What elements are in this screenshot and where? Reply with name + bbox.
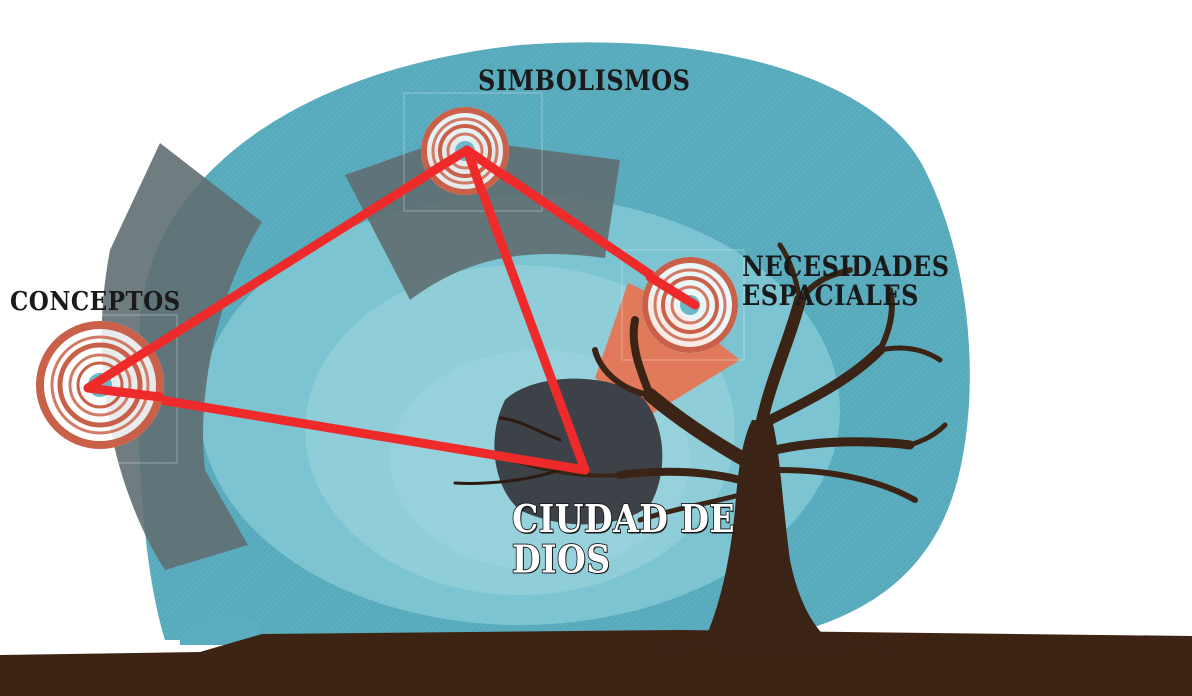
label-ciudad-line1: CIUDAD DE: [511, 496, 736, 542]
label-ciudad-line2: DIOS: [511, 536, 611, 582]
label-ciudad-de-dios: CIUDAD DE DIOS: [511, 496, 736, 582]
label-necesidades-line2: ESPACIALES: [742, 278, 919, 313]
label-necesidades-espaciales: NECESIDADES ESPACIALES: [742, 252, 950, 310]
label-necesidades-line1: NECESIDADES: [742, 249, 950, 284]
label-simbolismos: SIMBOLISMOS: [478, 63, 691, 98]
label-conceptos: CONCEPTOS: [10, 285, 181, 317]
panel-conceptos: [101, 143, 262, 570]
tree-icon: [453, 242, 948, 655]
blob-bump: [180, 613, 262, 645]
panel-necesidades: [595, 283, 740, 415]
